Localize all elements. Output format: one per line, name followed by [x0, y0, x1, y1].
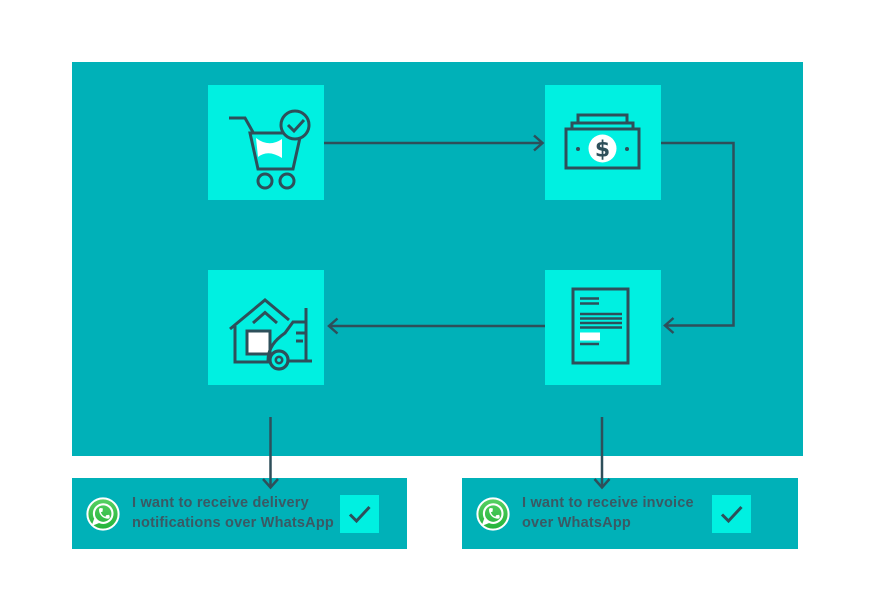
delivery-notifications-checkbox[interactable] — [340, 494, 379, 533]
option-invoice-whatsapp: I want to receive invoice over WhatsApp — [462, 478, 798, 549]
diagram-panel: $ — [72, 62, 803, 456]
home-delivery-icon — [229, 298, 312, 371]
node-order — [208, 85, 324, 200]
invoice-icon — [571, 287, 630, 365]
money-icon: $ — [564, 113, 641, 170]
check-icon — [348, 505, 371, 523]
option-label: I want to receive delivery notifications… — [132, 495, 334, 531]
dollar-sign: $ — [595, 138, 610, 163]
node-invoice — [545, 270, 661, 385]
invoice-checkbox[interactable] — [712, 494, 751, 533]
whatsapp-icon — [86, 496, 120, 531]
whatsapp-icon — [476, 496, 510, 531]
node-delivery — [208, 270, 324, 385]
option-label: I want to receive invoice over WhatsApp — [522, 495, 694, 531]
node-payment: $ — [545, 85, 661, 200]
cart-check-icon — [229, 109, 311, 190]
check-icon — [720, 505, 743, 523]
option-delivery-notifications: I want to receive delivery notifications… — [72, 478, 407, 549]
